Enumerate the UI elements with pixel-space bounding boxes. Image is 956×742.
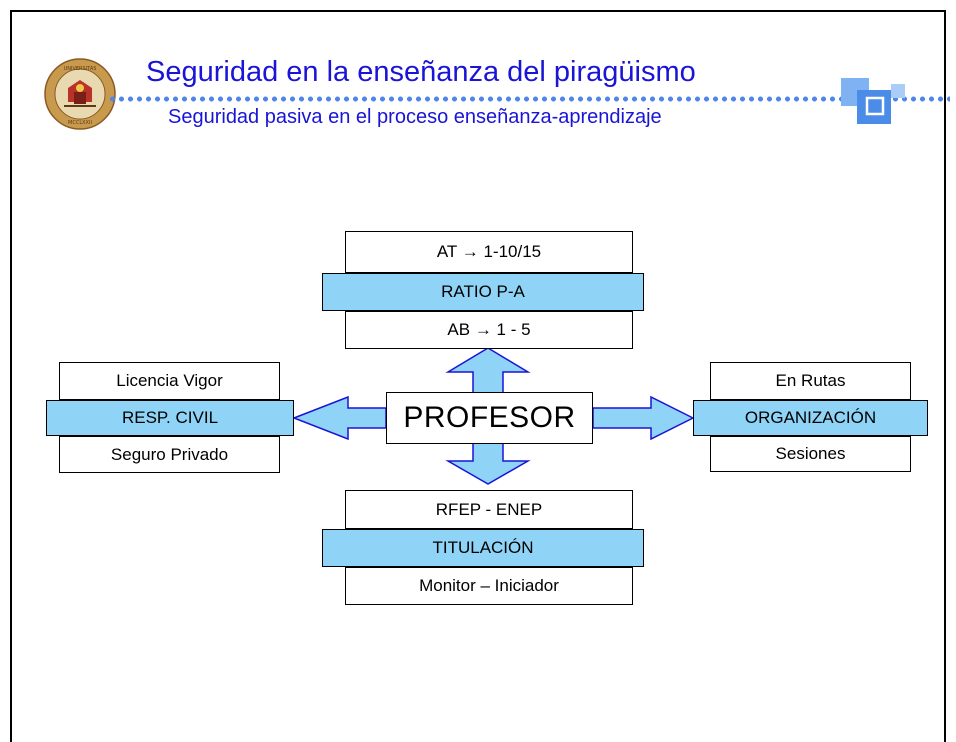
- titulacion-label-box: TITULACIÓN: [322, 529, 644, 567]
- organizacion-label-box: ORGANIZACIÓN: [693, 400, 928, 436]
- resp-civil-upper-box: Licencia Vigor: [59, 362, 280, 400]
- titulacion-lower-box: Monitor – Iniciador: [345, 567, 633, 605]
- slide-title: Seguridad en la enseñanza del piragüismo: [146, 56, 696, 88]
- resp-civil-label-box: RESP. CIVIL: [46, 400, 294, 436]
- left-arrow: [291, 395, 387, 441]
- ratio-upper-box: AT → 1-10/15: [345, 231, 633, 273]
- titulacion-upper-box: RFEP - ENEP: [345, 490, 633, 529]
- organizacion-upper-box: En Rutas: [710, 362, 911, 400]
- ratio-lower-box: AB → 1 - 5: [345, 311, 633, 349]
- profesor-center-box: PROFESOR: [386, 392, 593, 444]
- svg-text:UNIVERSITAS: UNIVERSITAS: [64, 66, 97, 72]
- ratio-label-box: RATIO P-A: [322, 273, 644, 311]
- corner-squares-logo: [841, 78, 905, 124]
- dotted-divider: [108, 96, 950, 102]
- right-arrow: [592, 395, 695, 441]
- university-seal-logo: UNIVERSITAS MCCLXXII: [44, 58, 116, 130]
- slide-subtitle: Seguridad pasiva en el proceso enseñanza…: [168, 106, 662, 128]
- organizacion-lower-box: Sesiones: [710, 436, 911, 472]
- resp-civil-lower-box: Seguro Privado: [59, 436, 280, 473]
- svg-text:MCCLXXII: MCCLXXII: [68, 120, 92, 126]
